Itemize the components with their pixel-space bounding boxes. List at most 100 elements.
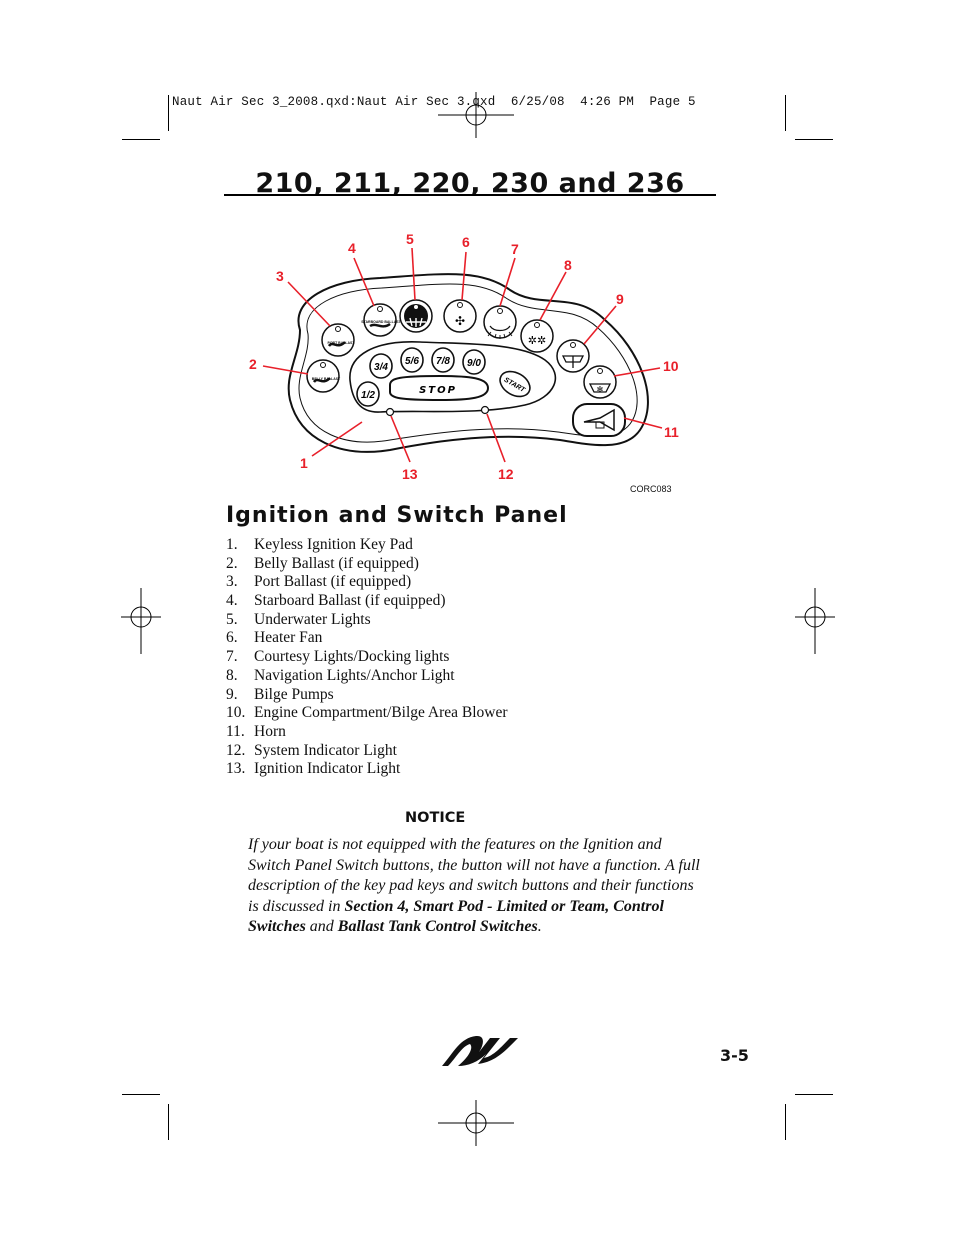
callout-line bbox=[499, 257, 516, 307]
registration-mark-right bbox=[795, 588, 835, 654]
key-9-0 bbox=[462, 349, 486, 375]
callout-line bbox=[486, 413, 506, 463]
system-indicator-light bbox=[480, 405, 490, 415]
belly-ballast-text: BELLY BALLAST bbox=[312, 377, 341, 381]
list-item-number: 10. bbox=[226, 704, 246, 722]
list-item: 11. Horn bbox=[226, 723, 508, 742]
navigation-light-icon: ✲✲ bbox=[528, 334, 546, 347]
list-item-number: 11. bbox=[226, 722, 245, 740]
crop-mark bbox=[168, 1104, 169, 1140]
callout-line bbox=[461, 251, 467, 301]
bilge-pump-icon bbox=[561, 355, 585, 368]
key-3-4 bbox=[369, 353, 393, 379]
key-5-6 bbox=[400, 347, 424, 373]
list-item-text: Engine Compartment/Bilge Area Blower bbox=[254, 704, 508, 722]
brand-logo-icon bbox=[442, 1035, 518, 1066]
wave-icon bbox=[369, 322, 391, 328]
stop-key bbox=[389, 374, 490, 402]
wave-icon bbox=[312, 377, 331, 383]
list-item-text: System Indicator Light bbox=[254, 741, 397, 759]
notice-text: . bbox=[537, 918, 542, 935]
section-title: Ignition and Switch Panel bbox=[226, 503, 568, 528]
list-item-number: 8. bbox=[226, 666, 238, 684]
figure-code: CORC083 bbox=[630, 484, 672, 494]
start-key bbox=[499, 370, 531, 398]
list-item-text: Port Ballast (if equipped) bbox=[254, 573, 412, 591]
crop-mark bbox=[795, 1094, 833, 1095]
key-1-2 bbox=[356, 381, 380, 407]
component-list: 1.Keyless Ignition Key Pad 2.Belly Balla… bbox=[226, 536, 508, 779]
callout-13: 13 bbox=[402, 466, 418, 482]
callout-1: 1 bbox=[300, 455, 308, 471]
registration-mark-bottom bbox=[438, 1100, 514, 1146]
key-9-0-label: 9/0 bbox=[467, 358, 481, 369]
list-item: 12. System Indicator Light bbox=[226, 742, 508, 761]
callout-line bbox=[311, 421, 363, 457]
wave-icon bbox=[327, 341, 346, 347]
callout-2: 2 bbox=[249, 356, 257, 372]
callout-8: 8 bbox=[564, 257, 572, 273]
list-item-number: 2. bbox=[226, 554, 238, 572]
crop-mark bbox=[785, 1104, 786, 1140]
ignition-indicator-light bbox=[385, 407, 395, 417]
list-item-text: Ignition Indicator Light bbox=[254, 760, 401, 778]
list-item-number: 13. bbox=[226, 760, 246, 778]
key-5-6-label: 5/6 bbox=[405, 356, 419, 367]
registration-mark-top bbox=[438, 92, 514, 138]
callout-line bbox=[287, 281, 331, 327]
svg-text:✻: ✻ bbox=[597, 385, 604, 394]
key-3-4-label: 3/4 bbox=[374, 362, 388, 373]
list-item-text: Heater Fan bbox=[254, 629, 323, 647]
panel-inner-outline bbox=[298, 283, 638, 443]
callout-6: 6 bbox=[462, 234, 470, 250]
list-item-number: 12. bbox=[226, 741, 246, 759]
starboard-ballast-button bbox=[363, 303, 397, 337]
list-item: 9.Bilge Pumps bbox=[226, 686, 508, 705]
callout-5: 5 bbox=[406, 231, 414, 247]
key-7-8 bbox=[431, 347, 455, 373]
stop-key-label: STOP bbox=[419, 385, 457, 396]
list-item-text: Belly Ballast (if equipped) bbox=[254, 554, 419, 572]
belly-ballast-button bbox=[306, 359, 340, 393]
callout-7: 7 bbox=[511, 241, 519, 257]
callout-line bbox=[623, 417, 663, 429]
list-item-text: Bilge Pumps bbox=[254, 685, 334, 703]
callout-line bbox=[583, 305, 617, 345]
callout-12: 12 bbox=[498, 466, 514, 482]
list-item-text: Underwater Lights bbox=[254, 610, 371, 628]
list-item: 8.Navigation Lights/Anchor Light bbox=[226, 667, 508, 686]
crop-mark bbox=[122, 1094, 160, 1095]
slug-line: Naut Air Sec 3_2008.qxd:Naut Air Sec 3.q… bbox=[172, 95, 696, 109]
notice-heading: NOTICE bbox=[405, 810, 466, 826]
courtesy-lights-button bbox=[483, 305, 517, 339]
callout-11: 11 bbox=[664, 424, 679, 440]
notice-bold-reference: Ballast Tank Control Switches bbox=[337, 918, 538, 935]
title-rule bbox=[224, 194, 716, 196]
crop-mark bbox=[795, 139, 833, 140]
list-item: 7.Courtesy Lights/Docking lights bbox=[226, 648, 508, 667]
notice-bold-reference: Section 4, Smart Pod - Limited or Team, … bbox=[248, 897, 664, 936]
port-ballast-button bbox=[321, 323, 355, 357]
callout-line bbox=[411, 247, 416, 301]
blower-icon bbox=[588, 383, 612, 393]
heater-fan-button bbox=[443, 299, 477, 333]
keypad-outline bbox=[349, 341, 557, 413]
notice-text: If your boat is not equipped with the fe… bbox=[248, 836, 700, 915]
starboard-ballast-text: STARBOARD BALLAST bbox=[361, 320, 401, 324]
callout-3: 3 bbox=[276, 268, 284, 284]
list-item-number: 7. bbox=[226, 648, 238, 666]
list-item: 6.Heater Fan bbox=[226, 629, 508, 648]
callout-10: 10 bbox=[663, 358, 679, 374]
callout-line bbox=[262, 365, 309, 375]
list-item: 4.Starboard Ballast (if equipped) bbox=[226, 592, 508, 611]
callout-line bbox=[613, 367, 661, 377]
list-item-number: 4. bbox=[226, 592, 238, 610]
crop-mark bbox=[785, 95, 786, 131]
courtesy-light-icon bbox=[489, 325, 511, 332]
list-item-text: Horn bbox=[254, 722, 286, 740]
callout-4: 4 bbox=[348, 240, 356, 256]
list-item-text: Keyless Ignition Key Pad bbox=[254, 536, 413, 553]
page-number: 3-5 bbox=[720, 1046, 749, 1065]
list-item: 10. Engine Compartment/Bilge Area Blower bbox=[226, 704, 508, 723]
callout-9: 9 bbox=[616, 291, 624, 307]
